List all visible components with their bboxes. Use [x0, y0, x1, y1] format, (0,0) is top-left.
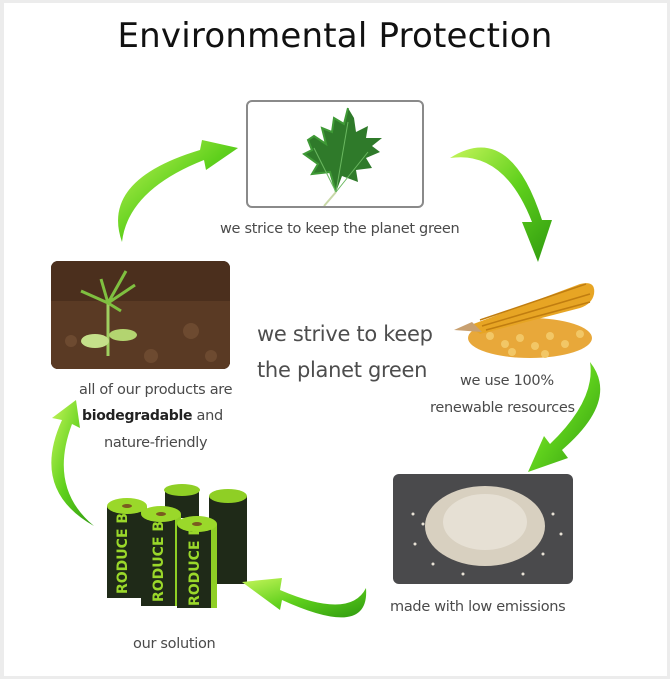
- granules-caption: made with low emissions: [390, 599, 566, 615]
- corn-caption-line1: we use 100%: [460, 373, 554, 389]
- roll-print-text: RODUCE B: [115, 513, 131, 594]
- corn-image: [450, 268, 610, 368]
- sprout-caption-line1: all of our products are: [79, 382, 233, 398]
- corn-caption-line2: renewable resources: [430, 400, 575, 416]
- sprout-caption-line2: biodegradable and: [82, 408, 223, 424]
- seedling-image: [51, 261, 230, 369]
- maple-leaf-image: [246, 100, 424, 208]
- bags-caption: our solution: [133, 636, 216, 652]
- svg-text:RODUCE B: RODUCE B: [151, 521, 167, 602]
- sprout-caption-and: and: [192, 408, 224, 424]
- sprout-caption-line3: nature-friendly: [104, 435, 208, 451]
- center-slogan-line2: the planet green: [257, 358, 428, 382]
- svg-text:RODUCE B: RODUCE B: [187, 525, 203, 606]
- center-slogan-line1: we strive to keep: [257, 322, 433, 346]
- granules-image: [393, 474, 573, 584]
- center-slogan: we strive to keep the planet green: [257, 316, 433, 388]
- bag-rolls-image: RODUCE B RODUCE B RODUCE B: [105, 484, 255, 608]
- page-title: Environmental Protection: [117, 16, 553, 56]
- leaf-caption: we strice to keep the planet green: [220, 221, 460, 237]
- biodegradable-emphasis: biodegradable: [82, 408, 193, 424]
